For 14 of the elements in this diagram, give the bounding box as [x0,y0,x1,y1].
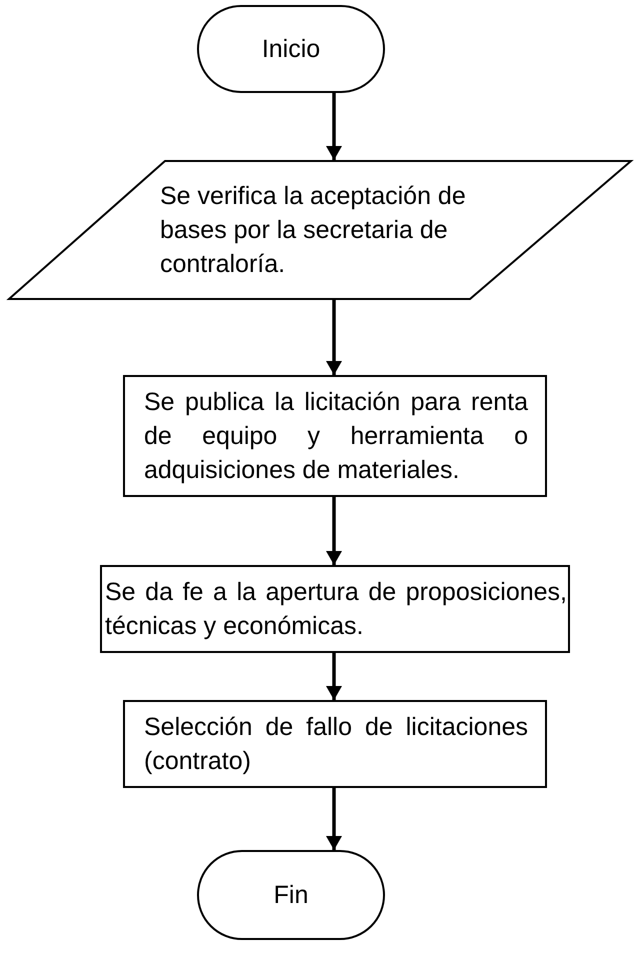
step-text: Fin [274,880,308,911]
arrow [326,93,342,160]
step-text: Se verifica la aceptación de bases por la secretaria de contraloría. [160,181,467,280]
process-box [123,375,547,497]
process-box [123,700,547,788]
step-text: Se da fe a la apertura de proposiciones, técnicas y económicas. [105,577,567,642]
arrow [326,300,342,375]
arrow [326,653,342,700]
step-text: Selección de fallo de licitaciones (contrato) [144,712,528,777]
step-text: Se publica la licitación para renta de equipo y herramienta o adquisiciones de materiales. [144,387,528,486]
arrow [326,497,342,565]
arrow [326,788,342,850]
process-box [100,565,570,653]
step-text: Inicio [262,34,320,65]
